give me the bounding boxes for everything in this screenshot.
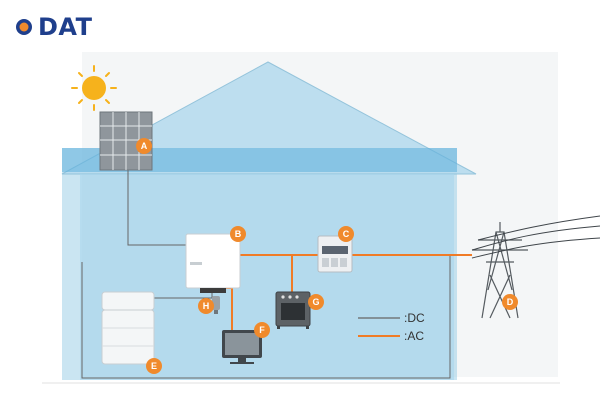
svg-text:B: B bbox=[235, 229, 242, 239]
svg-text:C: C bbox=[343, 229, 350, 239]
inverter-icon bbox=[185, 233, 241, 293]
logo-text: DAT bbox=[38, 13, 93, 41]
dc-line-perimeter bbox=[81, 255, 451, 379]
label-badge-b: B bbox=[230, 226, 246, 242]
label-badge-a: A bbox=[136, 138, 152, 154]
legend-ac-label: :AC bbox=[404, 329, 424, 343]
meter-icon bbox=[317, 235, 353, 273]
svg-text:H: H bbox=[203, 301, 210, 311]
legend: :DC :AC bbox=[358, 311, 425, 343]
oven-icon bbox=[275, 291, 311, 329]
sun-icon bbox=[71, 65, 117, 111]
legend-dc-label: :DC bbox=[404, 311, 425, 325]
sensor-icon bbox=[212, 296, 220, 314]
brand-logo: DAT bbox=[14, 13, 93, 41]
monitor-icon bbox=[222, 330, 262, 364]
label-badge-c: C bbox=[338, 226, 354, 242]
dc-line-panel-to-inverter bbox=[127, 170, 186, 246]
label-badge-d: D bbox=[502, 294, 518, 310]
label-badge-h: H bbox=[198, 298, 214, 314]
logo-mark-icon bbox=[16, 19, 32, 35]
svg-text:F: F bbox=[259, 325, 265, 335]
label-badge-e: E bbox=[146, 358, 162, 374]
svg-text:A: A bbox=[141, 141, 148, 151]
svg-text:E: E bbox=[151, 361, 157, 371]
power-lines bbox=[471, 215, 600, 259]
battery-icon bbox=[101, 291, 155, 365]
label-badge-g: G bbox=[308, 294, 324, 310]
label-badge-f: F bbox=[254, 322, 270, 338]
svg-text:G: G bbox=[312, 297, 319, 307]
svg-text:D: D bbox=[507, 297, 514, 307]
